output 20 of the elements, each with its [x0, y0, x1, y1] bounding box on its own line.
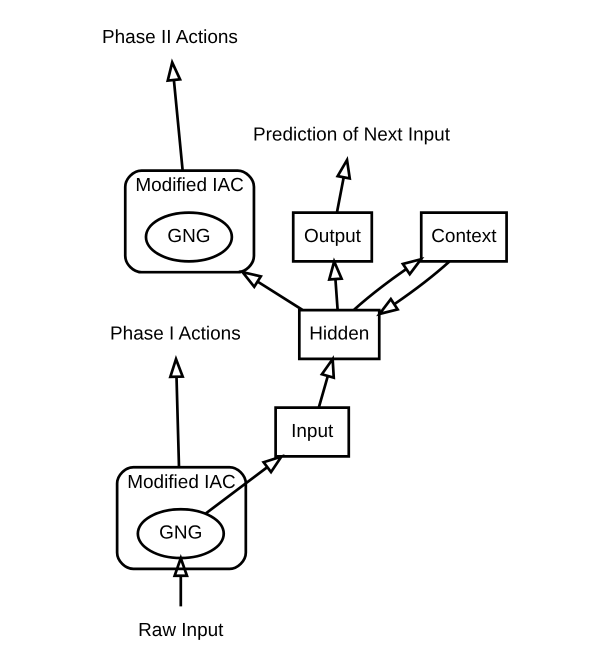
arrow: [165, 58, 184, 171]
node-text: Phase I Actions: [110, 324, 240, 345]
node-box: Output: [291, 211, 373, 263]
arrow: [335, 156, 351, 212]
node-box: Context: [419, 211, 508, 263]
arrow: [238, 270, 303, 312]
arrow: [352, 256, 424, 311]
arrow: [317, 355, 335, 408]
node-text: Prediction of Next Input: [252, 124, 450, 146]
arrow: [376, 260, 450, 316]
node-box: Hidden: [297, 308, 380, 360]
arrow: [204, 454, 284, 514]
arrow: [168, 355, 184, 468]
node-ellipse: GNG: [136, 508, 225, 560]
node-text: Phase II Actions: [101, 26, 238, 48]
node-text: Raw Input: [138, 620, 223, 642]
node-box: Input: [274, 406, 350, 458]
node-ellipse: GNG: [144, 211, 233, 263]
arrow: [326, 257, 344, 310]
arrow: [172, 554, 188, 606]
